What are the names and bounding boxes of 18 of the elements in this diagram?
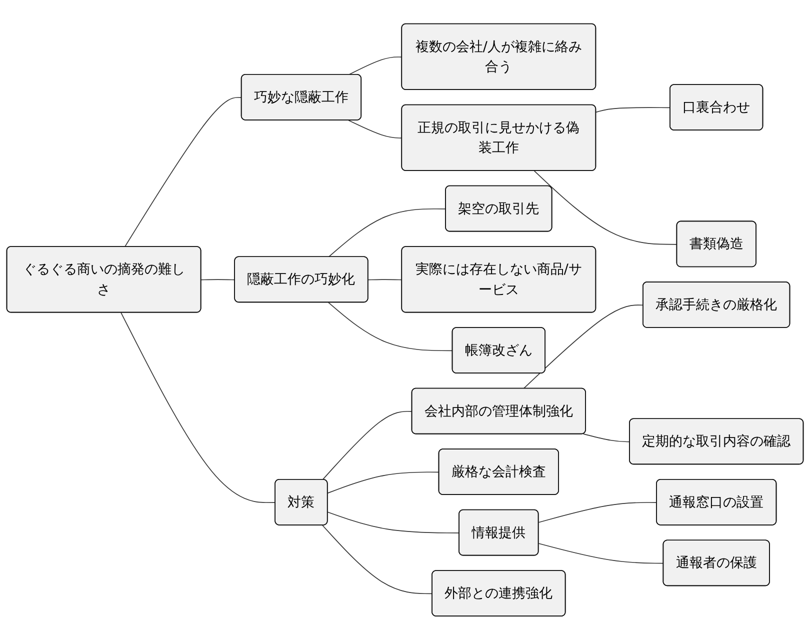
connector — [368, 279, 402, 280]
connector — [322, 525, 433, 594]
connector — [523, 304, 644, 390]
connector — [327, 472, 440, 494]
connector — [348, 56, 402, 76]
connector — [534, 170, 678, 245]
connector — [328, 208, 446, 258]
connector — [200, 279, 236, 280]
connector — [120, 312, 276, 504]
connector — [538, 543, 664, 564]
connector — [322, 411, 413, 480]
connector — [327, 512, 460, 534]
connector — [596, 107, 671, 113]
connector — [124, 97, 242, 248]
connector — [348, 120, 402, 139]
connector — [538, 502, 658, 523]
connector — [582, 434, 630, 442]
connector — [328, 302, 454, 352]
